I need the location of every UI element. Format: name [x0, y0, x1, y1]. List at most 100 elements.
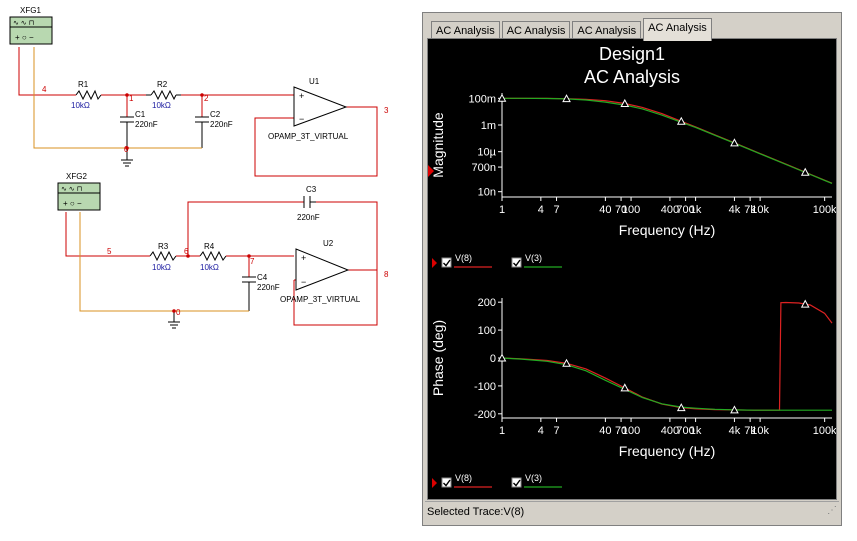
data-marker	[562, 94, 571, 103]
legend-check-icon	[513, 479, 521, 487]
legend-check-icon	[443, 479, 451, 487]
resistor-r4-name: R4	[204, 242, 215, 251]
x-tick-label: 70	[615, 425, 627, 437]
y-tick-label: 10µ	[477, 147, 496, 159]
svg-text:+ ○ −: + ○ −	[63, 199, 82, 208]
y-tick-label: 10n	[478, 187, 496, 199]
legend-entry-label: V(3)	[525, 473, 542, 483]
net-label: 6	[184, 247, 189, 256]
series-line-v8	[502, 97, 833, 184]
capacitor-c2-value: 220nF	[210, 120, 233, 129]
tab-bar: AC Analysis AC Analysis AC Analysis AC A…	[431, 18, 714, 41]
resistor-r4-value: 10kΩ	[200, 263, 219, 272]
net-label: 0	[176, 308, 181, 317]
x-tick-label: 7	[553, 425, 559, 437]
resize-grip-icon[interactable]: ⋰	[827, 505, 837, 516]
net-label: 7	[250, 257, 255, 266]
series-line-v3	[501, 357, 832, 411]
data-marker	[676, 403, 686, 412]
svg-text:+ ○ −: + ○ −	[15, 33, 34, 42]
resistor-r3[interactable]: R3 10kΩ	[149, 242, 177, 272]
grapher-window: AC Analysis AC Analysis AC Analysis AC A…	[422, 12, 842, 526]
y-tick-label: -100	[474, 381, 496, 393]
capacitor-c1[interactable]: C1 220nF	[120, 110, 158, 129]
svg-text:−: −	[301, 277, 306, 287]
schematic-canvas[interactable]: XFG1 ∿ ∿ ⊓ + ○ − XFG2 ∿ ∿ ⊓ + ○ − R1 10k…	[0, 0, 420, 541]
capacitor-c4-value: 220nF	[257, 283, 280, 292]
data-marker	[620, 383, 630, 392]
resistor-r2-value: 10kΩ	[152, 101, 171, 110]
resistor-r2[interactable]: R2 10kΩ	[146, 80, 181, 110]
opamp-u2-name: U2	[323, 239, 334, 248]
x-tick-label: 7k	[744, 425, 756, 437]
opamp-u2-model: OPAMP_3T_VIRTUAL	[280, 295, 361, 304]
function-generator-xfg2[interactable]: XFG2 ∿ ∿ ⊓ + ○ −	[57, 172, 101, 211]
y-axis-label: Magnitude	[430, 112, 446, 178]
data-marker	[497, 93, 507, 102]
legend-entry-label: V(8)	[455, 253, 472, 263]
x-tick-label: 700	[676, 204, 694, 216]
y-tick-label: 1m	[481, 120, 496, 132]
capacitor-c2-name: C2	[210, 110, 221, 119]
x-tick-label: 100k	[813, 204, 836, 216]
chart-title: Design1	[599, 44, 665, 64]
resistor-r3-name: R3	[158, 242, 169, 251]
instrument-label-xfg2: XFG2	[66, 172, 87, 181]
net-label: 2	[204, 94, 209, 103]
instrument-label-xfg1: XFG1	[20, 6, 41, 15]
capacitor-c2[interactable]: C2 220nF	[195, 110, 233, 129]
legend-cursor-icon	[432, 258, 437, 268]
x-tick-label: 7k	[744, 204, 756, 216]
status-bar: Selected Trace:V(8) ⋰	[425, 501, 839, 522]
data-marker	[620, 98, 630, 107]
cursor-marker-icon[interactable]	[428, 165, 434, 177]
x-tick-label: 1	[499, 425, 505, 437]
capacitor-c3-value: 220nF	[297, 213, 320, 222]
capacitor-c3[interactable]: C3 220nF	[297, 185, 320, 222]
x-axis-label: Frequency (Hz)	[619, 443, 715, 459]
function-generator-xfg1[interactable]: XFG1 ∿ ∿ ⊓ + ○ −	[9, 6, 53, 45]
net-label: 5	[107, 247, 112, 256]
series-line-v3	[502, 97, 833, 184]
svg-text:−: −	[299, 114, 304, 124]
y-axis-label: Phase (deg)	[430, 320, 446, 396]
data-marker	[562, 358, 571, 367]
tab-ac-analysis-4[interactable]: AC Analysis	[643, 18, 712, 41]
opamp-u1-model: OPAMP_3T_VIRTUAL	[268, 132, 349, 141]
capacitor-c4[interactable]: C4 220nF	[242, 273, 280, 292]
x-tick-label: 10k	[751, 425, 769, 437]
data-marker	[730, 138, 739, 147]
data-marker	[676, 116, 686, 125]
x-tick-label: 100	[622, 204, 640, 216]
selected-trace-value: V(8)	[503, 506, 525, 518]
x-tick-label: 10k	[751, 204, 769, 216]
opamp-u2[interactable]: + − U2 OPAMP_3T_VIRTUAL	[280, 239, 361, 304]
resistor-r2-name: R2	[157, 80, 168, 89]
chart-subtitle: AC Analysis	[584, 67, 680, 87]
net-label: 8	[384, 270, 389, 279]
x-tick-label: 700	[676, 425, 694, 437]
y-tick-label: 200	[478, 297, 496, 309]
opamp-u1[interactable]: + − U1 OPAMP_3T_VIRTUAL	[268, 77, 349, 141]
resistor-r4[interactable]: R4 10kΩ	[199, 242, 227, 272]
x-tick-label: 4k	[729, 425, 741, 437]
x-tick-label: 1k	[690, 204, 702, 216]
x-tick-label: 1k	[690, 425, 702, 437]
legend-checkbox-v3	[511, 257, 522, 268]
tab-ac-analysis-2[interactable]: AC Analysis	[501, 21, 571, 41]
svg-text:+: +	[299, 91, 304, 101]
legend-entry-label: V(8)	[455, 473, 472, 483]
x-tick-label: 400	[661, 425, 679, 437]
svg-text:∿ ∿ ⊓: ∿ ∿ ⊓	[13, 20, 34, 27]
tab-ac-analysis-3[interactable]: AC Analysis	[572, 21, 642, 41]
status-prefix: Selected Trace:	[427, 506, 504, 518]
x-tick-label: 4	[538, 204, 544, 216]
tab-ac-analysis-1[interactable]: AC Analysis	[431, 21, 500, 41]
data-marker	[800, 299, 810, 308]
net-label: 3	[384, 106, 389, 115]
ground-symbol-top	[121, 159, 133, 167]
resistor-r1[interactable]: R1 10kΩ	[71, 80, 102, 110]
legend-checkbox-v8	[441, 477, 452, 488]
